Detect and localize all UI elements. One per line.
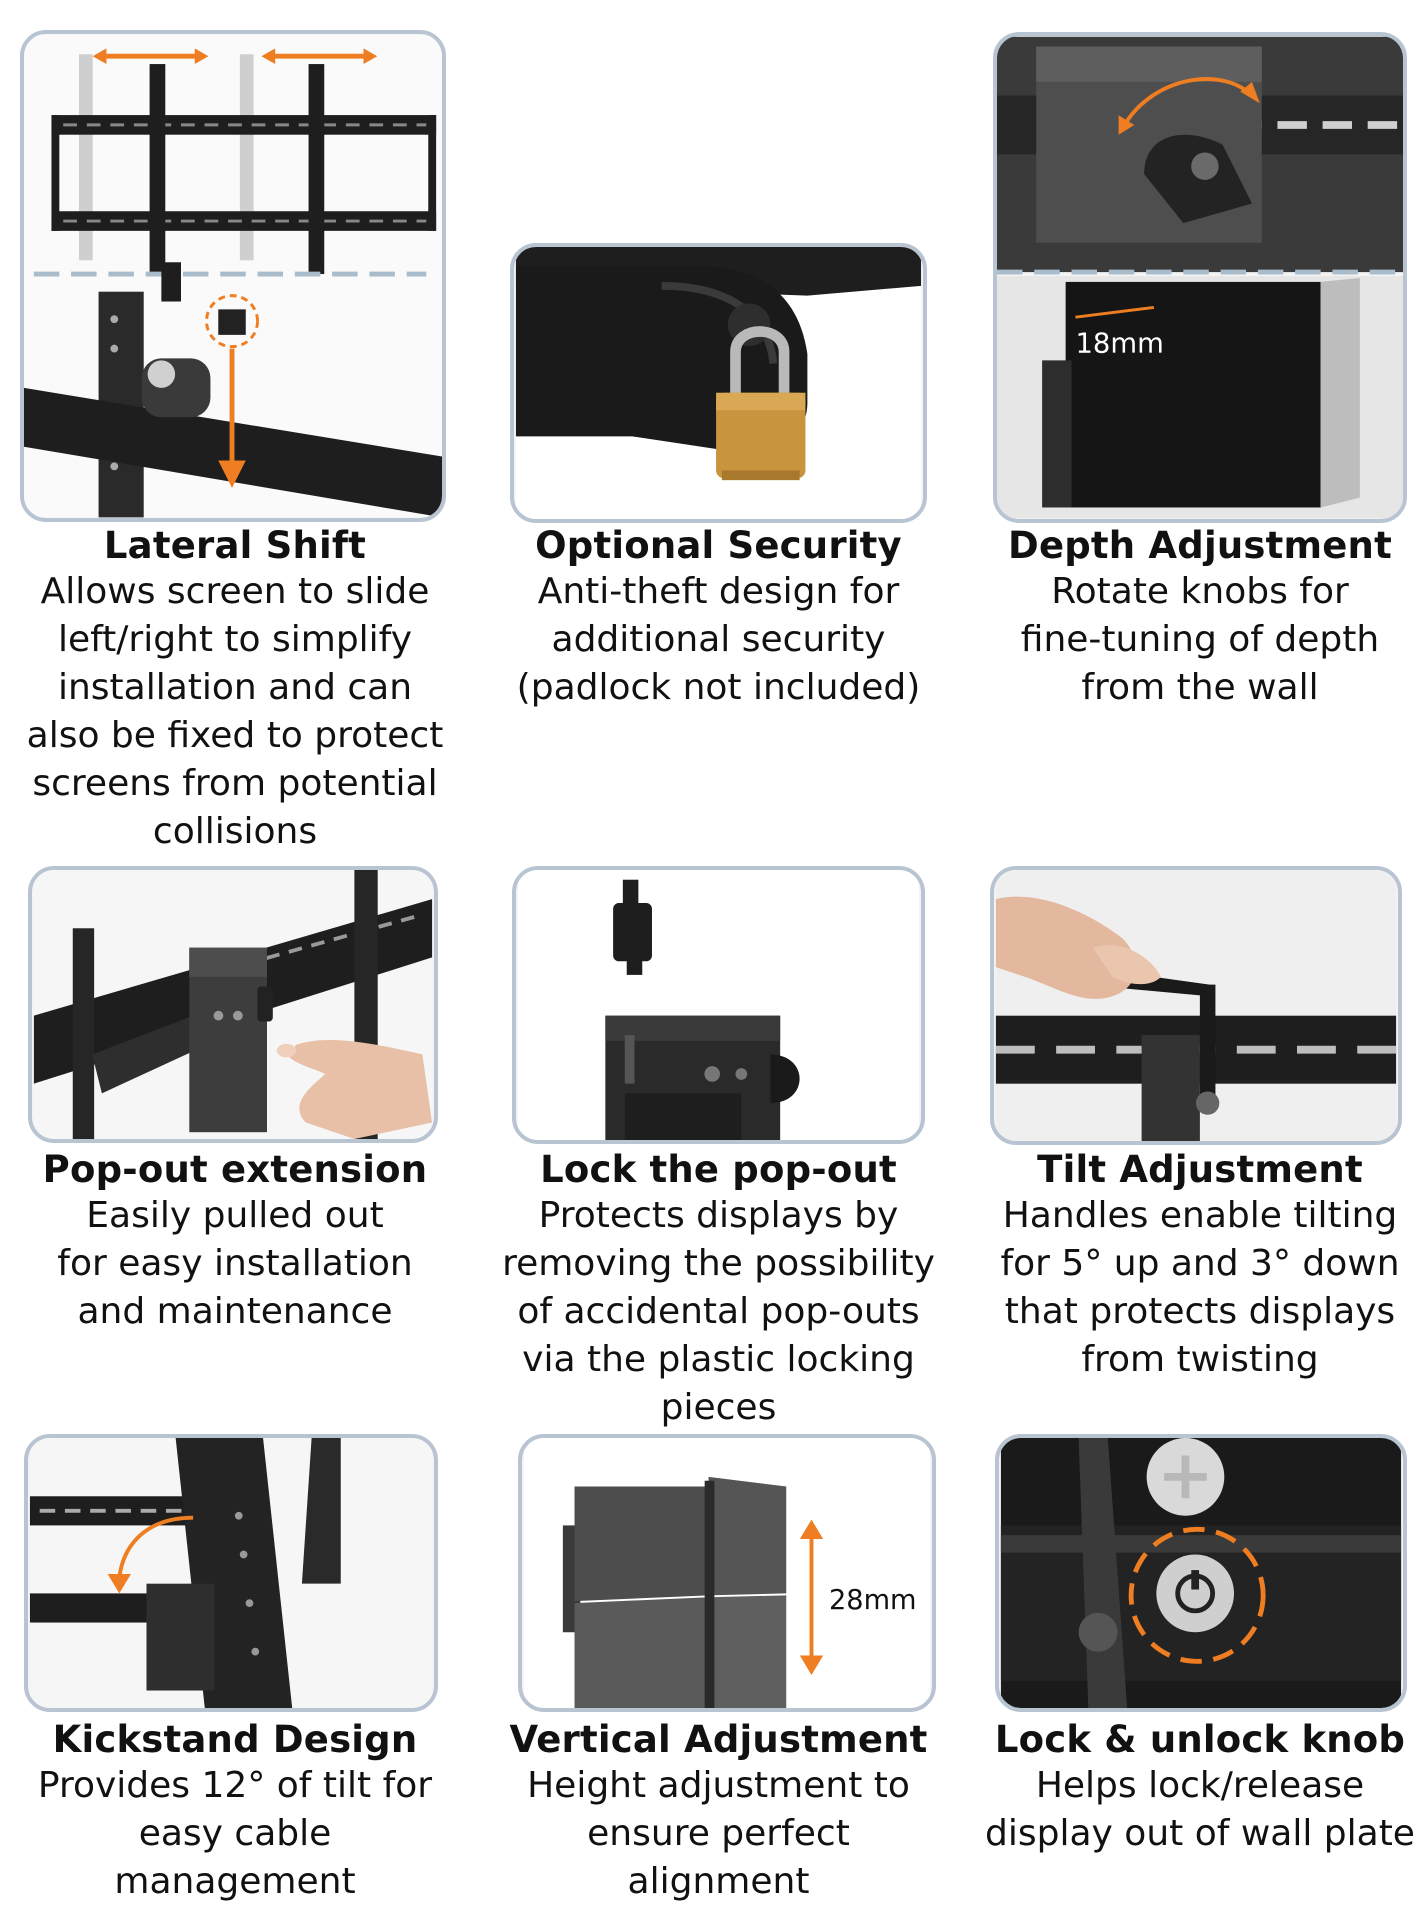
padlock-photo-icon [515, 247, 922, 519]
vertical-panels-photo-icon: 28mm [524, 1438, 930, 1708]
locking-piece-photo-icon [517, 870, 920, 1140]
feature-description-line: also be fixed to protect [26, 715, 444, 756]
feature-description-line: Anti-theft design for [537, 571, 900, 612]
feature-description-line: removing the possibility [502, 1243, 935, 1284]
feature-description-line: screens from potential [32, 763, 438, 804]
feature-title: Lock the pop-out [540, 1148, 897, 1191]
feature-description-line: from the wall [1081, 667, 1319, 708]
dimension-label: 28mm [829, 1585, 917, 1616]
lateral-shift-photo-icon [24, 34, 442, 518]
feature-pop-out-extension: Pop-out extension Easily pulled out for … [15, 1148, 455, 1336]
feature-description-line: easy cable management [114, 1813, 356, 1902]
feature-title: Kickstand Design [52, 1718, 418, 1761]
feature-description-line: left/right to simplify [57, 619, 413, 660]
feature-title: Depth Adjustment [1008, 524, 1392, 567]
lock-unlock-knob-image [995, 1434, 1407, 1712]
feature-depth-adjustment: Depth Adjustment Rotate knobs for fine-t… [980, 524, 1420, 712]
feature-title: Pop-out extension [42, 1148, 428, 1191]
kickstand-photo-icon [29, 1438, 433, 1708]
feature-description-line: display out of wall plate [985, 1813, 1415, 1854]
lateral-shift-image [20, 30, 446, 522]
feature-description-line: for easy installation [57, 1243, 413, 1284]
feature-description-line: from twisting [1081, 1339, 1319, 1380]
feature-description-line: Allows screen to slide [40, 571, 430, 612]
pop-out-photo-icon [33, 870, 433, 1139]
feature-description-line: Rotate knobs for [1051, 571, 1349, 612]
feature-title: Lock & unlock knob [994, 1718, 1406, 1761]
tilt-adjustment-image [990, 866, 1402, 1145]
feature-description-line: via the plastic locking [522, 1339, 915, 1380]
feature-description-line: Helps lock/release [1035, 1765, 1365, 1806]
depth-knob-photo-icon: 18mm [997, 36, 1403, 519]
feature-description-line: that protects displays [1004, 1291, 1396, 1332]
feature-title: Lateral Shift [103, 524, 367, 567]
feature-description-line: for 5° up and 3° down [1000, 1243, 1400, 1284]
lock-knob-photo-icon [1000, 1438, 1402, 1708]
feature-description-line: of accidental pop-outs [517, 1291, 920, 1332]
feature-description-line: additional security [551, 619, 886, 660]
feature-tilt-adjustment: Tilt Adjustment Handles enable tilting f… [980, 1148, 1420, 1384]
feature-optional-security: Optional Security Anti-theft design for … [496, 524, 941, 712]
feature-description-line: fine-tuning of depth [1020, 619, 1380, 660]
feature-description-line: collisions [152, 811, 318, 852]
feature-description-line: and maintenance [77, 1291, 393, 1332]
feature-kickstand-design: Kickstand Design Provides 12° of tilt fo… [15, 1718, 455, 1906]
kickstand-design-image [24, 1434, 438, 1712]
feature-description-line: Height adjustment to [527, 1765, 910, 1806]
feature-description-line: pieces [660, 1387, 777, 1428]
feature-description-line: ensure perfect alignment [587, 1813, 850, 1902]
feature-title: Tilt Adjustment [1037, 1148, 1363, 1191]
feature-description-line: Handles enable tilting [1002, 1195, 1398, 1236]
lock-pop-out-image [512, 866, 925, 1144]
feature-lateral-shift: Lateral Shift Allows screen to slide lef… [15, 524, 455, 856]
feature-description-line: Protects displays by [538, 1195, 899, 1236]
feature-title: Optional Security [535, 524, 902, 567]
feature-description-line: (padlock not included) [516, 667, 921, 708]
feature-lock-the-pop-out: Lock the pop-out Protects displays by re… [496, 1148, 941, 1432]
feature-lock-unlock-knob: Lock & unlock knob Helps lock/release di… [980, 1718, 1420, 1858]
dimension-label: 18mm [1075, 329, 1163, 360]
feature-title: Vertical Adjustment [509, 1718, 928, 1761]
feature-description-line: Provides 12° of tilt for [37, 1765, 433, 1806]
vertical-adjustment-image: 28mm [518, 1434, 936, 1712]
feature-description-line: Easily pulled out [86, 1195, 384, 1236]
pop-out-extension-image [28, 866, 438, 1143]
tilt-handle-photo-icon [995, 870, 1397, 1141]
feature-vertical-adjustment: Vertical Adjustment Height adjustment to… [496, 1718, 941, 1906]
optional-security-image [510, 243, 927, 523]
feature-description-line: installation and can [57, 667, 413, 708]
depth-adjustment-image: 18mm [993, 32, 1407, 523]
